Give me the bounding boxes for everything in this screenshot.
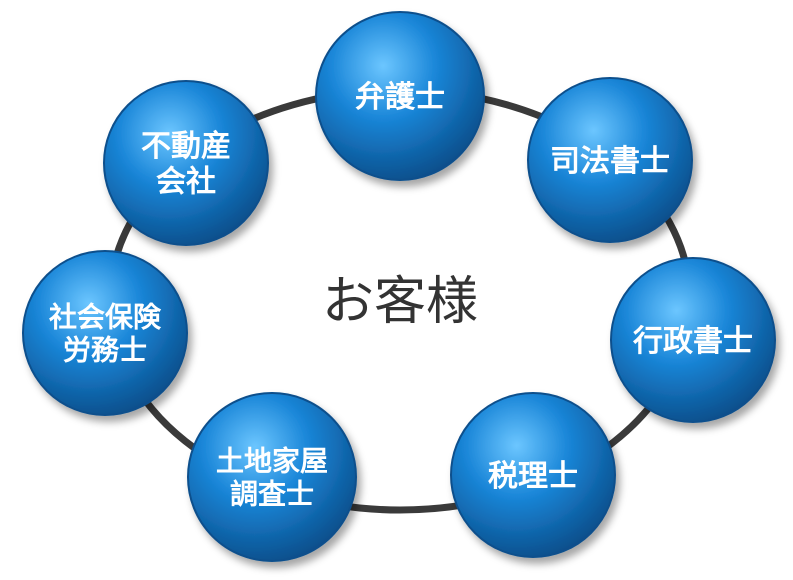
node-label-bengoshi-line-1: 弁護士 (355, 80, 445, 115)
node-label-tochi-kaoku-chousashi-line-1: 土地家屋 (216, 445, 328, 478)
node-label-fudousan-gaisha-line-1: 不動産 (141, 129, 231, 164)
node-label-sharoushi-line-2: 労務士 (63, 334, 147, 367)
node-circle-gyousei-shoshi (610, 257, 776, 423)
node-circle-tochi-kaoku-chousashi (187, 392, 357, 562)
node-label-gyousei-shoshi-line-1: 行政書士 (632, 324, 753, 359)
node-gyousei-shoshi: 行政書士 (610, 257, 776, 423)
center-label-customer: お客様 (322, 272, 478, 332)
node-label-fudousan-gaisha-line-2: 会社 (156, 165, 216, 200)
node-label-shihou-shoshi-line-1: 司法書士 (550, 144, 670, 179)
node-circle-sharoushi (22, 250, 188, 416)
node-shihou-shoshi: 司法書士 (527, 77, 693, 243)
node-circle-bengoshi (315, 11, 485, 181)
node-circle-zeirishi (450, 392, 616, 558)
node-circle-fudousan-gaisha (103, 80, 269, 246)
node-label-zeirishi-line-1: 税理士 (488, 459, 578, 494)
node-circle-shihou-shoshi (527, 77, 693, 243)
node-label-sharoushi-line-1: 社会保険 (49, 301, 162, 334)
node-label-tochi-kaoku-chousashi-line-2: 調査士 (230, 478, 314, 511)
node-bengoshi: 弁護士 (315, 11, 485, 181)
node-zeirishi: 税理士 (450, 392, 616, 558)
